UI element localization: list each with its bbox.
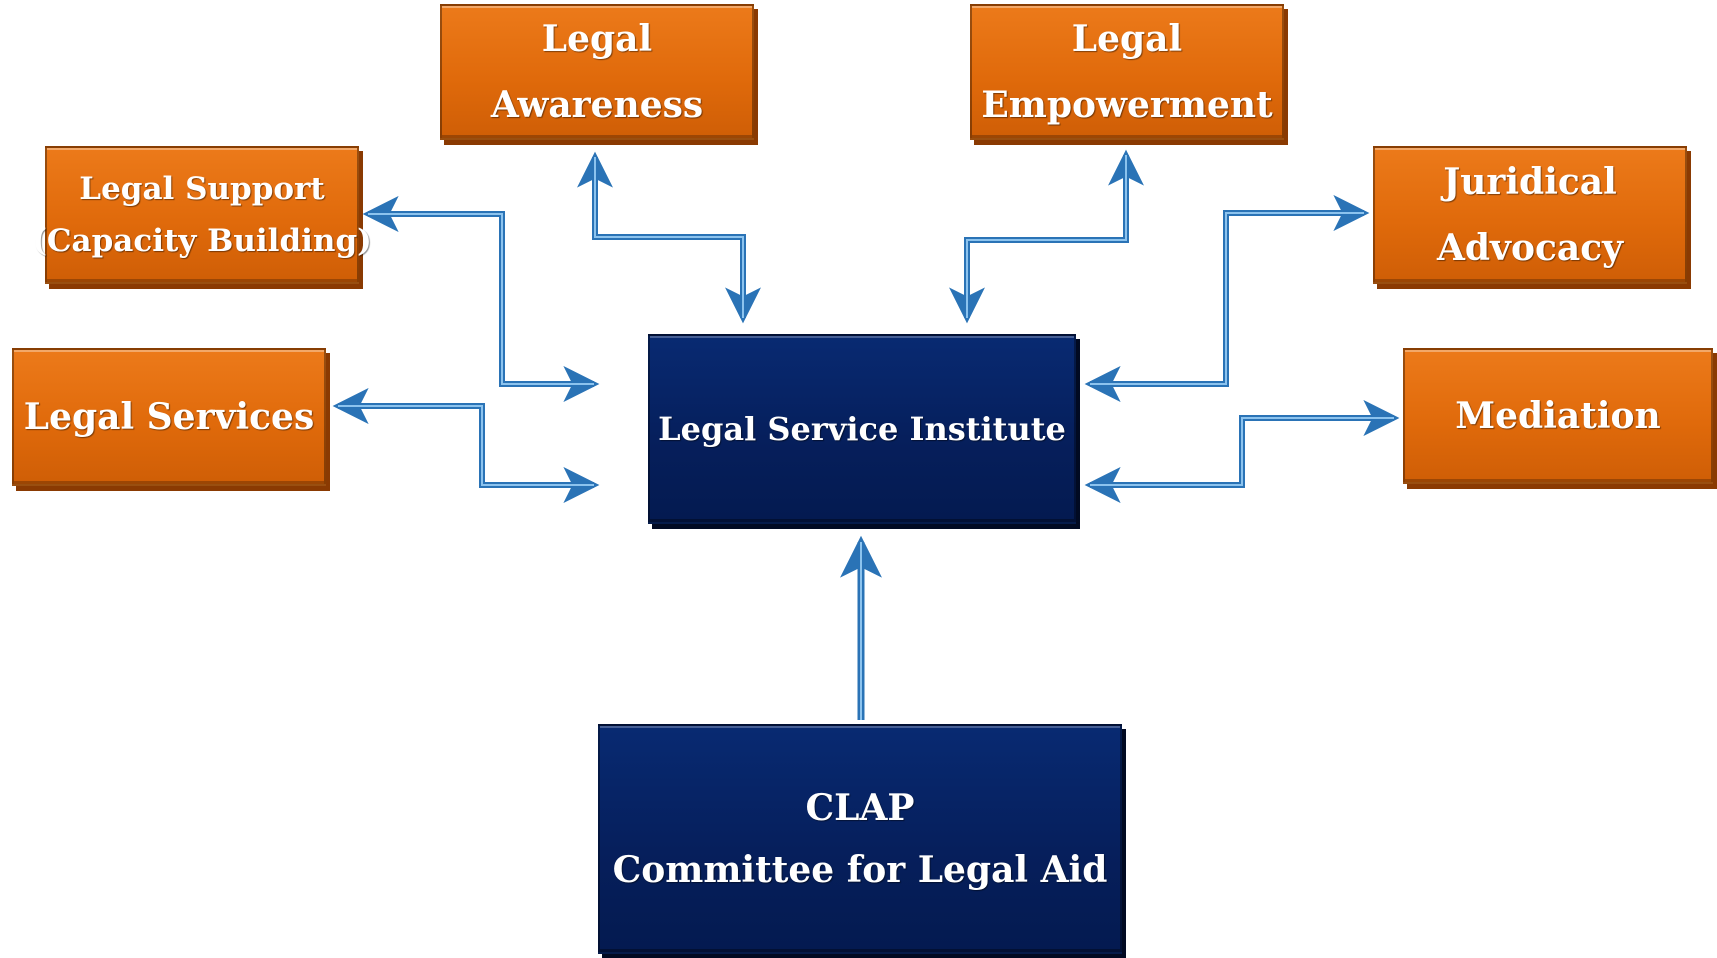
node-legal-support-line-2: (Capacity Building) [32, 223, 372, 259]
node-legal-services: Legal Services [12, 348, 326, 486]
node-legal-awareness: Legal Awareness [440, 4, 754, 140]
node-juridical-advocacy: Juridical Advocacy [1373, 146, 1687, 284]
node-clap-subtitle: Committee for Legal Aid [612, 849, 1108, 891]
node-legal-service-institute-label: Legal Service Institute [658, 410, 1066, 448]
node-mediation: Mediation [1403, 348, 1713, 484]
node-legal-service-institute: Legal Service Institute [648, 334, 1076, 524]
node-juridical-advocacy-line-2: Advocacy [1436, 227, 1624, 269]
arrow-mediation [1084, 400, 1400, 503]
node-mediation-label: Mediation [1455, 395, 1661, 437]
node-clap: CLAP Committee for Legal Aid [598, 724, 1122, 954]
node-legal-empowerment-line-2: Empowerment [981, 84, 1273, 126]
arrow-juridical-advocacy [1084, 195, 1370, 402]
node-clap-title: CLAP [805, 787, 915, 829]
node-legal-awareness-line-1: Legal [541, 18, 653, 60]
node-legal-services-label: Legal Services [23, 396, 315, 438]
node-legal-awareness-line-2: Awareness [490, 84, 704, 126]
node-legal-support-line-1: Legal Support [79, 171, 325, 207]
arrow-legal-support [362, 196, 600, 402]
arrow-legal-empowerment [949, 149, 1144, 324]
arrow-legal-services [332, 388, 600, 503]
node-juridical-advocacy-line-1: Juridical [1443, 161, 1617, 203]
node-legal-empowerment-line-1: Legal [1071, 18, 1183, 60]
node-legal-support: Legal Support (Capacity Building) [32, 146, 372, 284]
node-legal-empowerment: Legal Empowerment [970, 4, 1284, 140]
arrow-legal-awareness [577, 151, 761, 324]
